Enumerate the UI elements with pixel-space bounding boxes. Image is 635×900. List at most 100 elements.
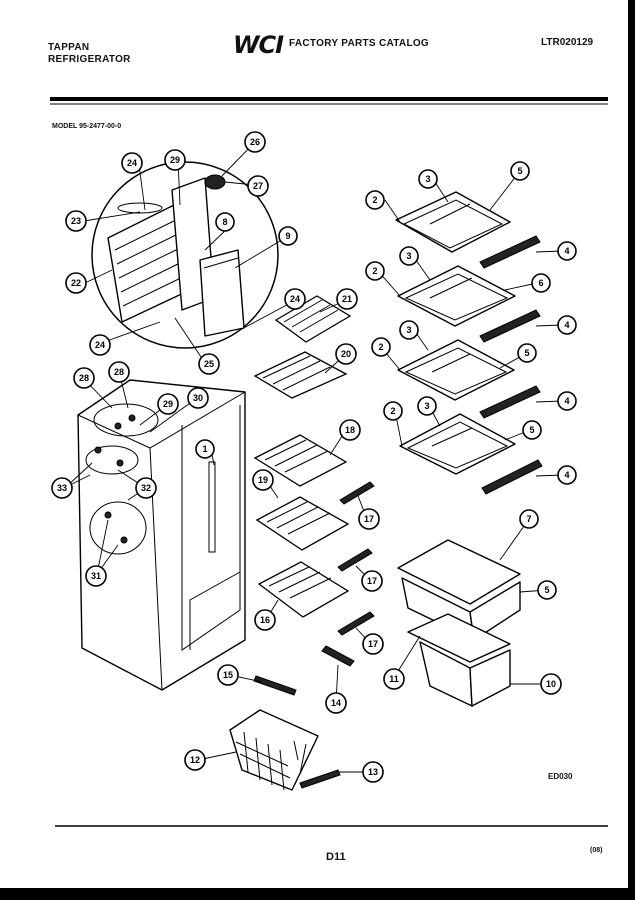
callout-12: 12: [184, 749, 206, 771]
callout-2c: 2: [371, 337, 391, 357]
callout-3d: 3: [417, 396, 437, 416]
svg-text:19: 19: [258, 475, 268, 485]
callout-4d: 4: [557, 465, 577, 485]
svg-text:5: 5: [517, 166, 522, 176]
freezer-basket: [229, 709, 341, 791]
svg-text:29: 29: [170, 155, 180, 165]
fresh-food-shelves: [395, 191, 543, 495]
callout-4a: 4: [557, 241, 577, 261]
callout-10: 10: [540, 673, 562, 695]
svg-text:6: 6: [538, 278, 543, 288]
callout-9: 9: [278, 226, 298, 246]
callout-25: 25: [198, 353, 220, 375]
svg-text:11: 11: [389, 674, 399, 684]
svg-text:5: 5: [544, 585, 549, 595]
svg-text:17: 17: [367, 576, 377, 586]
svg-text:24: 24: [290, 294, 300, 304]
callout-28b: 28: [108, 361, 130, 383]
brand-block: TAPPAN REFRIGERATOR: [48, 42, 131, 66]
svg-text:5: 5: [524, 348, 529, 358]
svg-text:10: 10: [546, 679, 556, 689]
svg-text:5: 5: [529, 425, 534, 435]
svg-text:2: 2: [372, 195, 377, 205]
callout-17a: 17: [358, 508, 380, 530]
svg-text:17: 17: [364, 514, 374, 524]
callout-29b: 29: [157, 393, 179, 415]
svg-text:2: 2: [378, 342, 383, 352]
svg-text:1: 1: [202, 444, 207, 454]
callout-7: 7: [519, 509, 539, 529]
callout-17b: 17: [361, 570, 383, 592]
svg-text:23: 23: [71, 216, 81, 226]
brand-line-1: TAPPAN: [48, 42, 90, 53]
callout-1: 1: [195, 439, 215, 459]
svg-text:28: 28: [79, 373, 89, 383]
callout-20: 20: [335, 343, 357, 365]
svg-text:21: 21: [342, 294, 352, 304]
svg-text:30: 30: [193, 393, 203, 403]
svg-text:16: 16: [260, 615, 270, 625]
diagram-code: ED030: [548, 772, 573, 781]
catalog-title: FACTORY PARTS CATALOG: [289, 38, 430, 49]
crisper-pans: [397, 539, 521, 707]
svg-text:15: 15: [223, 670, 233, 680]
svg-text:8: 8: [222, 217, 227, 227]
exploded-parts-diagram: 1 2 2 2 2 3 3 3 3 4 4 4 4 5 5 5 5 6 7 8 …: [50, 97, 608, 827]
callout-13: 13: [362, 761, 384, 783]
callout-5c: 5: [522, 420, 542, 440]
svg-text:18: 18: [345, 425, 355, 435]
svg-text:9: 9: [285, 231, 290, 241]
svg-text:29: 29: [163, 399, 173, 409]
callout-24b: 24: [284, 288, 306, 310]
callout-21: 21: [336, 288, 358, 310]
svg-text:4: 4: [564, 396, 569, 406]
callout-28a: 28: [73, 367, 95, 389]
callout-11: 11: [383, 668, 405, 690]
svg-text:26: 26: [250, 137, 260, 147]
callout-23: 23: [65, 210, 87, 232]
callout-29: 29: [164, 149, 186, 171]
callout-5b: 5: [517, 343, 537, 363]
svg-text:24: 24: [127, 158, 137, 168]
callout-4b: 4: [557, 315, 577, 335]
callout-2a: 2: [365, 190, 385, 210]
model-number: MODEL 95-2477-00-0: [52, 123, 122, 130]
svg-text:4: 4: [564, 320, 569, 330]
callout-2b: 2: [365, 261, 385, 281]
document-number: LTR020129: [541, 37, 594, 48]
svg-text:24: 24: [95, 340, 105, 350]
callout-6: 6: [531, 273, 551, 293]
page-number: D11: [326, 851, 346, 863]
callout-24a: 24: [121, 152, 143, 174]
svg-text:33: 33: [57, 483, 67, 493]
brand-line-2: REFRIGERATOR: [48, 54, 131, 65]
svg-text:3: 3: [406, 251, 411, 261]
callout-31: 31: [85, 565, 107, 587]
callout-8: 8: [215, 212, 235, 232]
svg-text:3: 3: [424, 401, 429, 411]
callout-5d: 5: [537, 580, 557, 600]
wci-logo: WCI: [233, 31, 284, 59]
callout-24c: 24: [89, 334, 111, 356]
callout-26: 26: [244, 131, 266, 153]
header-rule-thick: [50, 97, 608, 101]
callout-18: 18: [339, 419, 361, 441]
svg-text:2: 2: [372, 266, 377, 276]
callout-3c: 3: [399, 320, 419, 340]
callout-3b: 3: [399, 246, 419, 266]
callout-33: 33: [51, 477, 73, 499]
callout-22: 22: [65, 272, 87, 294]
svg-text:3: 3: [425, 174, 430, 184]
callout-19: 19: [252, 469, 274, 491]
svg-text:27: 27: [253, 181, 263, 191]
freezer-shelves: [253, 295, 375, 696]
svg-text:12: 12: [190, 755, 200, 765]
svg-text:20: 20: [341, 349, 351, 359]
svg-text:28: 28: [114, 367, 124, 377]
callout-32: 32: [135, 477, 157, 499]
svg-text:14: 14: [331, 698, 341, 708]
callout-4c: 4: [557, 391, 577, 411]
svg-text:31: 31: [91, 571, 101, 581]
svg-text:4: 4: [564, 470, 569, 480]
callout-27: 27: [247, 175, 269, 197]
